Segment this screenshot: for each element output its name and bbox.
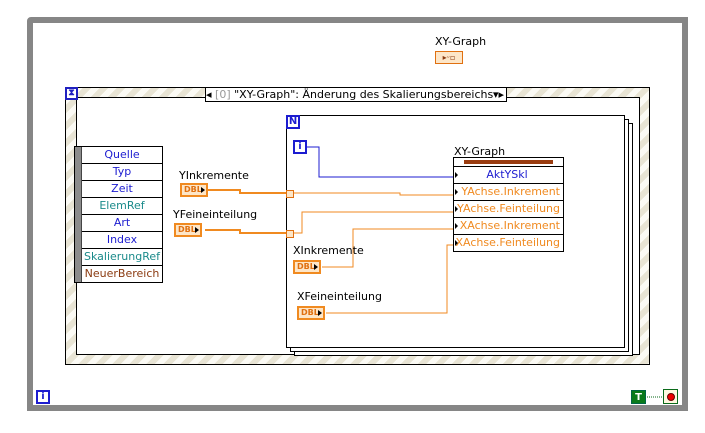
event-data-zeit[interactable]: Zeit bbox=[82, 181, 162, 198]
event-data-skalierungref[interactable]: SkalierungRef bbox=[82, 249, 162, 266]
property-xachse-feinteilung[interactable]: XAchse.Feinteilung bbox=[454, 235, 563, 251]
event-data-typ[interactable]: Typ bbox=[82, 164, 162, 181]
property-node-label: XY-Graph bbox=[454, 145, 506, 158]
yfeineinteilung-control[interactable]: DBL bbox=[174, 223, 202, 237]
input-tunnel[interactable] bbox=[286, 190, 294, 198]
event-case-selector[interactable]: ◂ [0] "XY-Graph": Änderung des Skalierun… bbox=[205, 87, 507, 102]
property-node[interactable]: AktYSkl YAchse.Inkrement YAchse.Feinteil… bbox=[453, 157, 564, 252]
loop-count-terminal[interactable]: N bbox=[286, 115, 300, 129]
for-iteration-terminal[interactable]: i bbox=[293, 140, 307, 154]
while-loop[interactable] bbox=[27, 17, 688, 411]
while-iteration-terminal[interactable]: i bbox=[36, 390, 50, 404]
event-data-neuerbereich[interactable]: NeuerBereich bbox=[84, 267, 160, 280]
property-yachse-feinteilung[interactable]: YAchse.Feinteilung bbox=[454, 201, 563, 218]
xinkremente-control[interactable]: DBL bbox=[293, 260, 321, 274]
yinkremente-label: YInkremente bbox=[179, 169, 249, 182]
event-data-art[interactable]: Art bbox=[82, 215, 162, 232]
event-data-elemref[interactable]: ElemRef bbox=[82, 198, 162, 215]
wire-yinkremente bbox=[208, 189, 287, 194]
case-event-label: "XY-Graph": Änderung des Skalierungsbere… bbox=[234, 88, 494, 101]
property-node-header bbox=[454, 158, 563, 167]
property-xachse-inkrement[interactable]: XAchse.Inkrement bbox=[454, 218, 563, 235]
event-data-node[interactable]: Quelle Typ Zeit ElemRef Art Index Skalie… bbox=[74, 146, 163, 283]
input-tunnel[interactable] bbox=[286, 230, 294, 238]
xinkremente-label: XInkremente bbox=[293, 244, 364, 257]
case-index: [0] bbox=[215, 88, 231, 101]
graph-terminal-label: XY-Graph bbox=[435, 35, 487, 48]
xfeineinteilung-label: XFeineinteilung bbox=[297, 290, 382, 303]
xfeineinteilung-control[interactable]: DBL bbox=[297, 306, 325, 320]
wire-yinkrement-inner bbox=[293, 192, 455, 196]
stop-condition-terminal[interactable] bbox=[663, 389, 678, 404]
node-bar bbox=[75, 147, 82, 282]
wire-xfeineinteilung bbox=[326, 244, 455, 314]
yfeineinteilung-label: YFeineinteilung bbox=[173, 208, 258, 221]
hourglass-timeout-icon[interactable]: ⧗ bbox=[65, 87, 78, 100]
xy-graph-terminal-icon[interactable]: ▸ᵕ▫ bbox=[435, 51, 463, 64]
case-dropdown-next-icon[interactable]: ▾▸ bbox=[492, 88, 504, 101]
wire-xinkremente bbox=[322, 228, 455, 268]
event-data-quelle[interactable]: Quelle bbox=[82, 147, 162, 164]
wire-yfeineinteilung bbox=[205, 229, 287, 234]
stop-icon bbox=[667, 393, 675, 401]
wire-yfein-inner bbox=[293, 211, 455, 234]
event-data-index[interactable]: Index bbox=[82, 232, 162, 249]
prev-case-arrow-icon[interactable]: ◂ bbox=[206, 88, 212, 101]
wire-iteration bbox=[307, 146, 455, 178]
true-constant[interactable]: T bbox=[631, 390, 646, 404]
property-aktyskl[interactable]: AktYSkl bbox=[454, 167, 563, 184]
yinkremente-control[interactable]: DBL bbox=[180, 183, 208, 197]
property-yachse-inkrement[interactable]: YAchse.Inkrement bbox=[454, 184, 563, 201]
